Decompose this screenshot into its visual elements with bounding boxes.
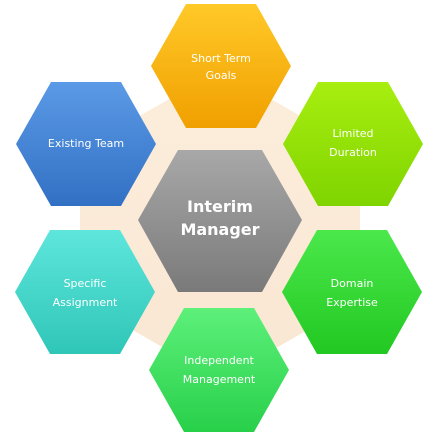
petal-label-line1: Existing Team [48,137,124,150]
petal-independent-management: Independent Management [149,308,289,432]
petal-specific-assignment: Specific Assignment [15,230,155,354]
petal-label-line2: Goals [206,69,237,82]
petal-hexagon [16,82,156,206]
petal-domain-expertise: Domain Expertise [282,230,422,354]
petal-hexagon [283,82,423,206]
petal-label-line1: Independent [184,354,254,367]
petal-hexagon [282,230,422,354]
petal-label-line2: Duration [329,146,377,159]
petal-existing-team: Existing Team [16,82,156,206]
center-hexagon-group: Interim Manager [138,150,302,292]
center-label-line2: Manager [180,220,259,239]
petal-short-term-goals: Short Term Goals [151,4,291,128]
petal-label-line1: Domain [331,277,374,290]
petal-limited-duration: Limited Duration [283,82,423,206]
center-label-line1: Interim [187,197,253,216]
petal-hexagon [151,4,291,128]
petal-label-line2: Assignment [53,296,118,309]
petal-label-line1: Short Term [191,52,251,65]
petal-label-line2: Expertise [326,296,378,309]
petal-label-line1: Limited [332,127,373,140]
center-hexagon [138,150,302,292]
petal-hexagon [149,308,289,432]
petal-hexagon [15,230,155,354]
petal-label-line1: Specific [64,277,107,290]
petal-label-line2: Management [183,373,256,386]
